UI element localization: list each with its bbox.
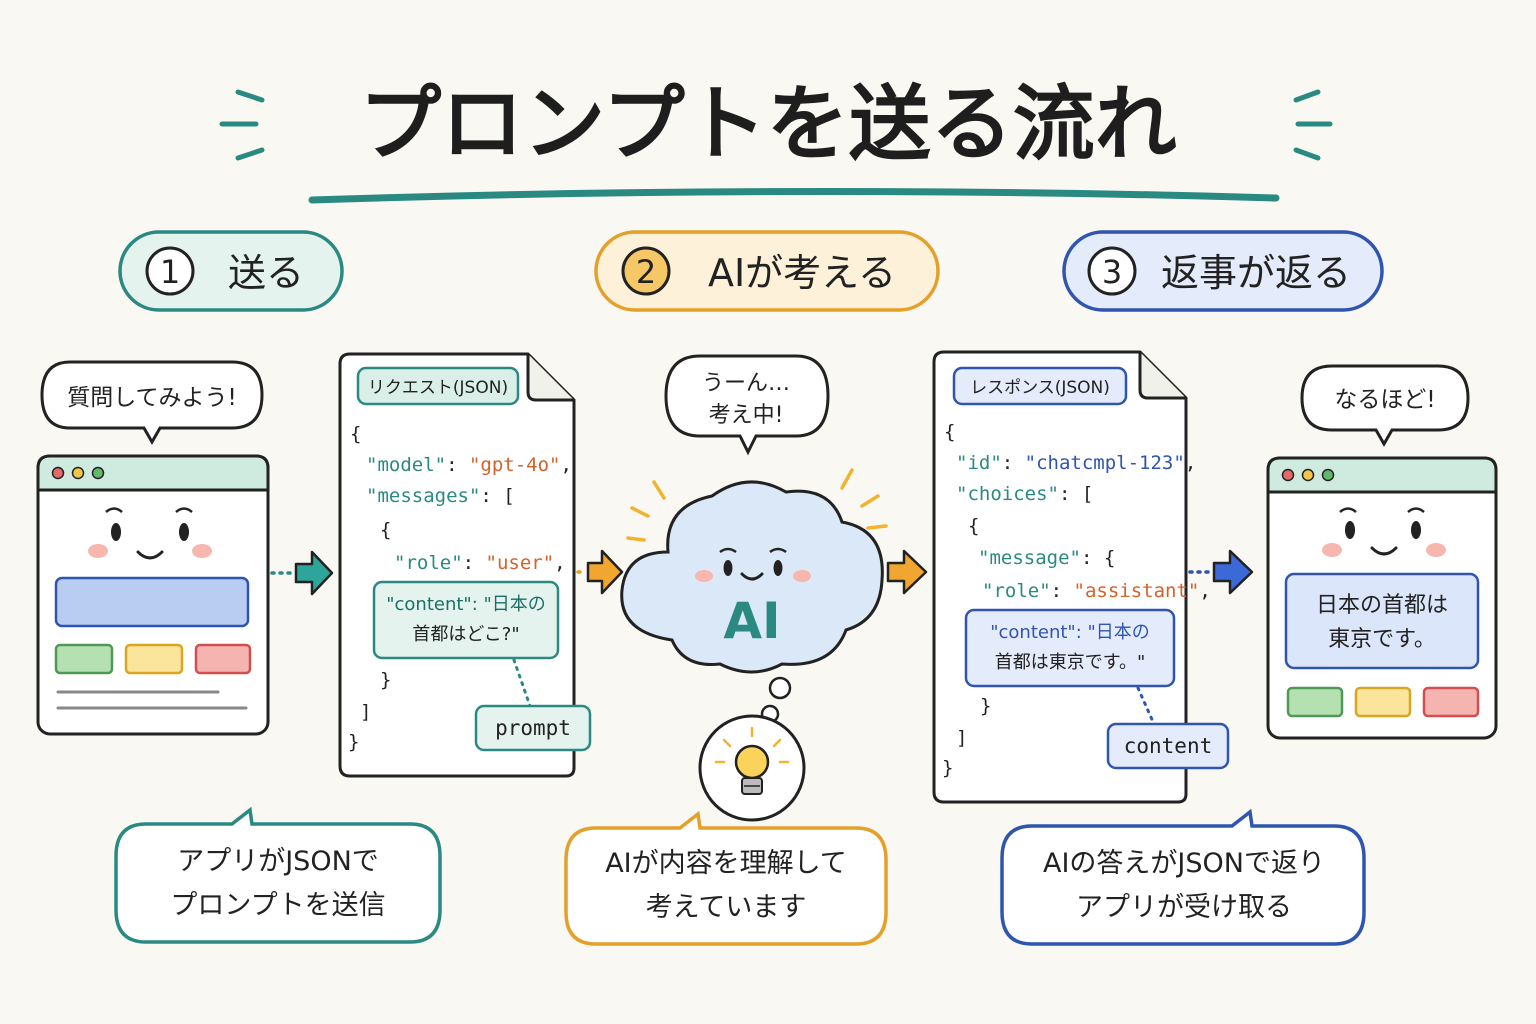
- content-label-text: content: [1124, 734, 1213, 758]
- request-tag: リクエスト(JSON): [368, 378, 508, 398]
- request-line-close: }: [348, 731, 359, 753]
- right-app-red-button: [1422, 686, 1480, 718]
- response-line-choices: "choices": [: [956, 483, 1093, 505]
- left-speech-text: 質問してみよう!: [67, 385, 237, 411]
- left-app-window: [36, 454, 270, 736]
- step-1-number: 1: [160, 253, 180, 291]
- ai-speech-line-2: 考え中!: [709, 403, 784, 428]
- prompt-label-text: prompt: [495, 716, 571, 740]
- response-line-id: "id": "chatcmpl-123",: [956, 452, 1196, 474]
- step-1-label: 送る: [228, 251, 304, 295]
- face-icon: [1322, 507, 1446, 557]
- request-json-document: リクエスト(JSON) { "model": "gpt-4o", "messag…: [338, 352, 592, 778]
- response-line-obj-open: {: [968, 515, 979, 537]
- response-line-role: "role": "assistant",: [982, 580, 1211, 602]
- arrow-right-icon: [886, 549, 928, 595]
- right-answer-line-2: 東京です。: [1328, 627, 1436, 652]
- request-line-model: "model": "gpt-4o",: [366, 454, 572, 476]
- title-underline: [308, 187, 1280, 204]
- response-line-open: {: [944, 421, 955, 443]
- ai-label: AI: [723, 592, 780, 650]
- response-line-obj-close: }: [980, 695, 991, 717]
- left-speech-bubble: 質問してみよう!: [40, 360, 264, 446]
- title-decoration-left: [219, 89, 265, 161]
- arrow-right-icon: [270, 550, 334, 596]
- response-content-line-1: "content": "日本の: [990, 622, 1150, 643]
- left-app-red-button: [194, 643, 252, 675]
- request-line-messages: "messages": [: [366, 485, 515, 507]
- response-content-line-2: 首都は東京です。": [995, 652, 1145, 673]
- arrow-right-icon: [1188, 549, 1254, 595]
- request-content-line-1: "content": "日本の: [386, 594, 546, 615]
- right-app-yellow-button: [1354, 686, 1412, 718]
- caption-send: アプリがJSONで プロンプトを送信: [114, 806, 442, 944]
- response-tag: レスポンス(JSON): [970, 378, 1110, 398]
- arrow-right-icon: [576, 549, 624, 595]
- ai-speech-bubble: うーん… 考え中!: [664, 354, 830, 456]
- caption-return-line-2: アプリが受け取る: [1076, 892, 1292, 923]
- face-icon: [88, 507, 212, 560]
- request-line-obj-close: }: [380, 669, 391, 691]
- right-speech-text: なるほど!: [1334, 387, 1435, 413]
- caption-think-line-2: 考えています: [646, 892, 807, 923]
- title-decoration-right: [1293, 89, 1333, 161]
- lightbulb-icon: [698, 714, 806, 822]
- sparkle-icon: [626, 468, 888, 542]
- caption-send-line-1: アプリがJSONで: [177, 846, 379, 877]
- request-line-obj-open: {: [380, 519, 391, 541]
- step-3-label: 返事が返る: [1161, 251, 1351, 295]
- response-content-box: [964, 608, 1176, 688]
- step-2-label: AIが考える: [708, 251, 896, 295]
- request-content-line-2: 首都はどこ?": [412, 624, 519, 645]
- prompt-label: [474, 704, 592, 752]
- page-title: プロンプトを送る流れ: [359, 77, 1177, 172]
- response-line-message: "message": {: [978, 547, 1115, 569]
- left-app-yellow-button: [124, 643, 184, 675]
- caption-return: AIの答えがJSONで返り アプリが受け取る: [1000, 808, 1366, 946]
- step-2-number: 2: [636, 253, 656, 291]
- right-app-window: 日本の首都は 東京です。: [1266, 456, 1498, 740]
- step-pill-2: 2 AIが考える: [594, 230, 940, 312]
- caption-think-line-1: AIが内容を理解して: [605, 848, 847, 879]
- request-line-open: {: [350, 423, 361, 445]
- right-app-green-button: [1286, 686, 1344, 718]
- response-line-close: }: [942, 757, 953, 779]
- request-line-arr-close: ]: [360, 701, 371, 723]
- request-content-box: [372, 580, 560, 660]
- step-pill-3: 3 返事が返る: [1062, 230, 1384, 312]
- step-3-number: 3: [1102, 253, 1122, 291]
- right-answer-line-1: 日本の首都は: [1316, 593, 1448, 618]
- response-json-document: レスポンス(JSON) { "id": "chatcmpl-123", "cho…: [932, 350, 1230, 804]
- caption-think: AIが内容を理解して 考えています: [564, 810, 888, 946]
- left-app-input: [54, 576, 250, 628]
- left-app-green-button: [54, 643, 114, 675]
- step-pill-1: 1 送る: [118, 230, 344, 312]
- caption-return-line-1: AIの答えがJSONで返り: [1043, 848, 1325, 879]
- ai-speech-line-1: うーん…: [702, 371, 790, 396]
- caption-send-line-2b: プロンプトを送信: [170, 890, 385, 921]
- response-line-arr-close: ]: [956, 727, 967, 749]
- right-app-answer-box: [1284, 572, 1480, 670]
- cloud-icon: AI: [620, 480, 884, 674]
- right-speech-bubble: なるほど!: [1300, 364, 1470, 448]
- request-line-role: "role": "user",: [394, 552, 566, 574]
- content-label: [1106, 722, 1230, 770]
